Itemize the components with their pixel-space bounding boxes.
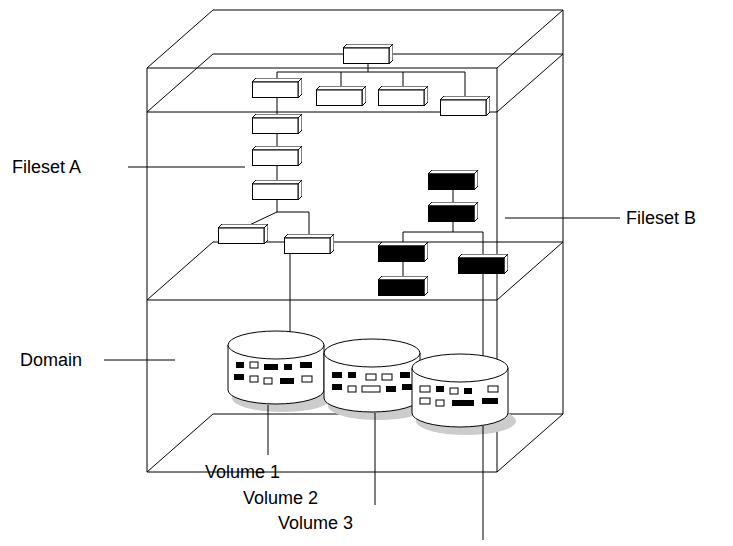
callout-label: Domain — [20, 349, 82, 371]
callout-label: Fileset B — [626, 207, 696, 229]
callout-label: Fileset A — [12, 156, 81, 178]
fileset-a-tree-lines — [243, 64, 465, 333]
volume-disk — [412, 354, 516, 435]
callout-label: Volume 3 — [278, 512, 353, 534]
volume-disk — [228, 331, 332, 412]
callout-label: Volume 1 — [205, 461, 280, 483]
fileset-a-boxes — [218, 44, 490, 254]
callout-label: Volume 2 — [243, 487, 318, 509]
fileset-b-boxes — [378, 170, 508, 296]
domain-cube — [147, 10, 563, 472]
leader-lines — [104, 167, 620, 540]
